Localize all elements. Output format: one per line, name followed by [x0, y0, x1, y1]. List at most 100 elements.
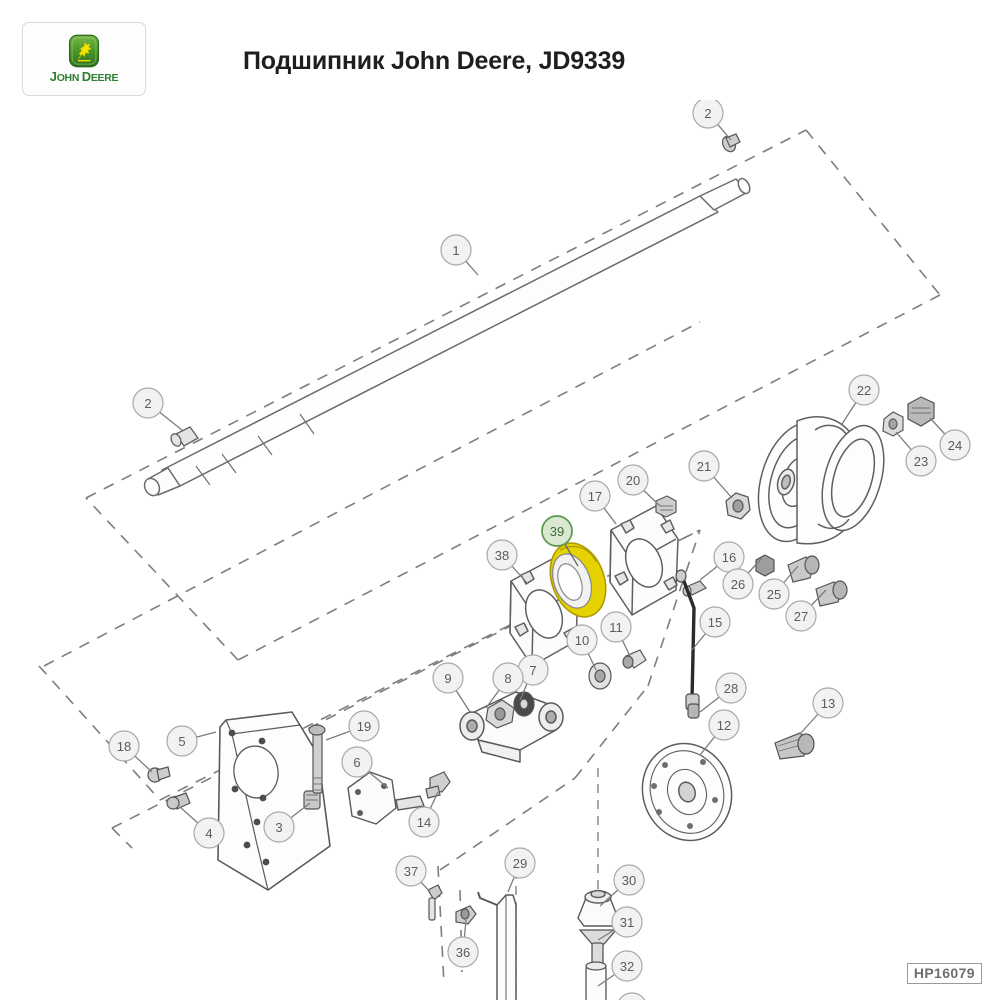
callout-bubble[interactable]: [617, 992, 647, 1000]
callout-bubble[interactable]: [132, 387, 164, 419]
callout-28[interactable]: 28: [699, 672, 747, 713]
john-deere-deer-mark-icon: [68, 34, 100, 68]
part-long-bolt-19: [308, 724, 326, 794]
callout-5[interactable]: 5: [166, 725, 217, 757]
callout-number: 14: [417, 815, 431, 830]
callout-19[interactable]: 19: [325, 710, 380, 742]
callout-group: 1223456789101112131415161718192021222324…: [108, 100, 971, 1000]
callout-32[interactable]: 32: [597, 950, 643, 987]
callout-number: 22: [857, 383, 871, 398]
part-link-arm: [459, 691, 564, 763]
callout-31[interactable]: 31: [597, 906, 643, 941]
callout-12[interactable]: 12: [699, 709, 740, 756]
callout-bubble[interactable]: [611, 950, 643, 982]
callout-bubble[interactable]: [600, 611, 632, 643]
callout-17[interactable]: 17: [579, 480, 617, 525]
callout-bubble[interactable]: [486, 539, 518, 571]
callout-29[interactable]: 29: [504, 847, 536, 893]
callout-23[interactable]: 23: [895, 431, 937, 477]
callout-36[interactable]: 36: [447, 919, 479, 968]
callout-11[interactable]: 11: [600, 611, 632, 657]
callout-4[interactable]: 4: [179, 806, 225, 849]
callout-bubble[interactable]: [408, 806, 440, 838]
callout-38[interactable]: 38: [486, 539, 529, 585]
callout-30[interactable]: 30: [599, 864, 645, 907]
callout-16[interactable]: 16: [699, 541, 745, 581]
callout-7[interactable]: 7: [517, 654, 549, 701]
callout-bubble[interactable]: [348, 710, 380, 742]
callout-6[interactable]: 6: [341, 746, 389, 789]
callout-13[interactable]: 13: [799, 687, 844, 735]
callout-bubble[interactable]: [447, 936, 479, 968]
callout-number: 25: [767, 587, 781, 602]
callout-bubble[interactable]: [715, 672, 747, 704]
callout-25[interactable]: 25: [758, 565, 799, 610]
callout-number: 21: [697, 459, 711, 474]
callout-24[interactable]: 24: [929, 417, 971, 461]
callout-37[interactable]: 37: [395, 855, 431, 893]
callout-bubble[interactable]: [432, 662, 464, 694]
callout-number: 39: [550, 524, 564, 539]
callout-number: 26: [731, 577, 745, 592]
callout-bubble[interactable]: [492, 662, 524, 694]
callout-20[interactable]: 20: [617, 464, 661, 507]
part-drive-shaft: [143, 177, 751, 497]
callout-26[interactable]: 26: [722, 557, 763, 600]
callout-bubble[interactable]: [848, 374, 880, 406]
wordmark-j: J: [49, 69, 57, 85]
callout-9[interactable]: 9: [432, 662, 471, 713]
callout-33[interactable]: 33: [602, 992, 647, 1000]
callout-bubble[interactable]: [785, 600, 817, 632]
callout-bubble[interactable]: [613, 864, 645, 896]
wordmark-eere: EERE: [90, 72, 119, 85]
callout-bubble[interactable]: [939, 429, 971, 461]
wordmark-ohn: OHN: [56, 72, 82, 85]
callout-bubble[interactable]: [440, 234, 472, 266]
callout-number: 11: [609, 620, 623, 635]
callout-14[interactable]: 14: [408, 791, 440, 838]
part-flywheel-damper: [641, 742, 733, 842]
callout-number: 2: [704, 106, 711, 121]
callout-bubble[interactable]: [541, 515, 573, 547]
part-bushings-10-11: [588, 649, 647, 690]
callout-21[interactable]: 21: [688, 450, 733, 499]
callout-bubble[interactable]: [905, 445, 937, 477]
callout-bubble[interactable]: [699, 606, 731, 638]
callout-10[interactable]: 10: [566, 624, 598, 671]
callout-15[interactable]: 15: [691, 606, 731, 651]
callout-bubble[interactable]: [504, 847, 536, 879]
callout-bubble[interactable]: [193, 817, 225, 849]
callout-number: 13: [821, 696, 835, 711]
part-link-rod: [680, 574, 696, 702]
callout-bubble[interactable]: [579, 480, 611, 512]
callout-27[interactable]: 27: [785, 589, 827, 632]
callout-39[interactable]: 39: [541, 515, 579, 567]
callout-bubble[interactable]: [341, 746, 373, 778]
callout-2[interactable]: 2: [692, 100, 732, 141]
callout-bubble[interactable]: [617, 464, 649, 496]
john-deere-logo: JOHN DEERE: [22, 22, 146, 96]
callout-bubble[interactable]: [688, 450, 720, 482]
callout-bubble[interactable]: [812, 687, 844, 719]
callout-bubble[interactable]: [566, 624, 598, 656]
callout-22[interactable]: 22: [841, 374, 880, 425]
callout-number: 17: [588, 489, 602, 504]
callout-bubble[interactable]: [758, 578, 790, 610]
callout-bubble[interactable]: [611, 906, 643, 938]
callout-2[interactable]: 2: [132, 387, 183, 431]
callout-bubble[interactable]: [722, 568, 754, 600]
callout-number: 9: [444, 671, 451, 686]
callout-bubble[interactable]: [395, 855, 427, 887]
callout-bubble[interactable]: [708, 709, 740, 741]
drawing-number-watermark: HP16079: [906, 962, 982, 984]
callout-bubble[interactable]: [166, 725, 198, 757]
part-pin-37: [427, 884, 443, 921]
callout-bubble[interactable]: [108, 730, 140, 762]
callout-3[interactable]: 3: [263, 802, 311, 843]
callout-18[interactable]: 18: [108, 730, 153, 773]
callout-bubble[interactable]: [692, 100, 724, 129]
callout-1[interactable]: 1: [440, 234, 479, 276]
callout-bubble[interactable]: [263, 811, 295, 843]
callout-8[interactable]: 8: [485, 662, 524, 709]
